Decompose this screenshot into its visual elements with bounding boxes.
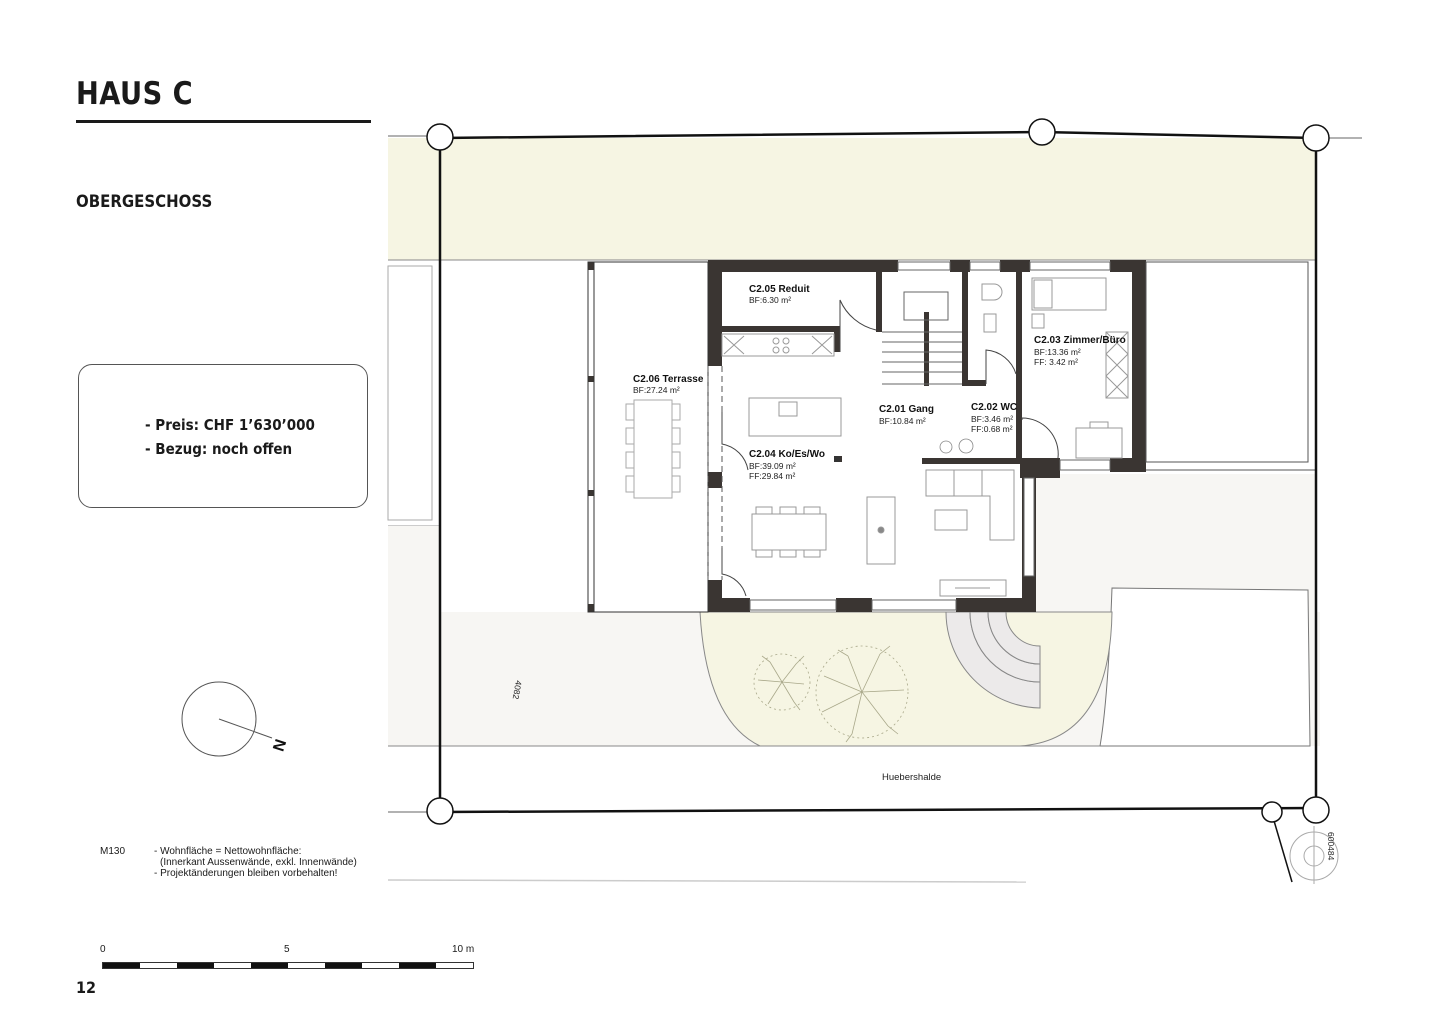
- floor-subtitle: OBERGESCHOSS: [76, 192, 213, 212]
- plan-code: M130: [100, 846, 126, 857]
- dining-table: [751, 506, 827, 558]
- svg-text:BF:13.36 m²: BF:13.36 m²: [1034, 347, 1081, 357]
- north-arrow-icon: N: [181, 681, 289, 757]
- scale-label-5: 5: [284, 944, 290, 955]
- occupancy-line: - Bezug: noch offen: [145, 440, 293, 458]
- room-labels: C2.05 Reduit BF:6.30 m² C2.06 Terrasse B…: [633, 284, 1126, 481]
- title-divider: [76, 120, 371, 123]
- living-furniture: [866, 469, 1015, 597]
- plan-notes: - Wohnfläche = Nettowohnfläche: (Innerka…: [154, 846, 357, 879]
- garden-area-north: [388, 138, 1316, 260]
- svg-text:BF:39.09 m²: BF:39.09 m²: [749, 461, 796, 471]
- sliding-glass-wall: [707, 366, 723, 580]
- door-swings: [721, 299, 1059, 597]
- parcel-number-right: 600484: [1326, 832, 1336, 861]
- note-line: - Projektänderungen bleiben vorbehalten!: [154, 868, 338, 879]
- svg-text:C2.06 Terrasse: C2.06 Terrasse: [633, 374, 704, 385]
- page-number: 12: [76, 978, 97, 997]
- tree-icon: [753, 645, 909, 743]
- scale-labels: 0 5 10 m: [100, 944, 480, 958]
- curved-steps: [945, 611, 1041, 709]
- boundary-extensions: [388, 135, 1362, 813]
- building-walls: [588, 260, 1146, 612]
- scale-label-0: 0: [100, 944, 106, 955]
- svg-text:FF:29.84 m²: FF:29.84 m²: [749, 471, 795, 481]
- svg-text:FF:0.68 m²: FF:0.68 m²: [971, 424, 1013, 434]
- neighbor-outline: [387, 265, 433, 521]
- svg-text:C2.01 Gang: C2.01 Gang: [879, 404, 934, 415]
- svg-text:C2.04 Ko/Es/Wo: C2.04 Ko/Es/Wo: [749, 449, 825, 460]
- svg-text:BF:10.84 m²: BF:10.84 m²: [879, 416, 926, 426]
- wc-fixtures: [981, 283, 1003, 333]
- page-title: HAUS C: [76, 76, 194, 112]
- svg-text:BF:3.46 m²: BF:3.46 m²: [971, 414, 1013, 424]
- street-name: Huebershalde: [882, 772, 941, 783]
- windows: [749, 261, 1111, 611]
- svg-text:BF:27.24 m²: BF:27.24 m²: [633, 385, 680, 395]
- staircase: [882, 291, 962, 385]
- svg-text:FF: 3.42 m²: FF: 3.42 m²: [1034, 357, 1078, 367]
- parking-area: [1099, 587, 1311, 747]
- boundary-markers: [426, 118, 1330, 825]
- terrace-outline: [587, 261, 709, 613]
- scale-bar: [102, 962, 474, 969]
- parcel-number-left: 4082: [511, 680, 524, 701]
- scale-label-10: 10 m: [452, 944, 475, 955]
- svg-text:N: N: [269, 737, 289, 753]
- svg-text:BF:6.30 m²: BF:6.30 m²: [749, 295, 791, 305]
- svg-text:C2.05 Reduit: C2.05 Reduit: [749, 284, 810, 295]
- note-line: (Innerkant Aussenwände, exkl. Innenwände…: [160, 857, 357, 868]
- svg-text:C2.03 Zimmer/Büro: C2.03 Zimmer/Büro: [1034, 335, 1126, 346]
- note-line: - Wohnfläche = Nettowohnfläche:: [154, 846, 302, 857]
- price-info-box: - Preis: CHF 1’630’000 - Bezug: noch off…: [78, 364, 368, 508]
- bedroom-furniture: [1031, 277, 1129, 459]
- terrace-table: [625, 399, 681, 499]
- svg-text:C2.02 WC: C2.02 WC: [971, 402, 1017, 413]
- plant-icon: [939, 438, 974, 454]
- price-line: - Preis: CHF 1’630’000: [145, 416, 315, 434]
- survey-point-icon: [1289, 826, 1339, 884]
- kitchen-counter: [721, 333, 842, 437]
